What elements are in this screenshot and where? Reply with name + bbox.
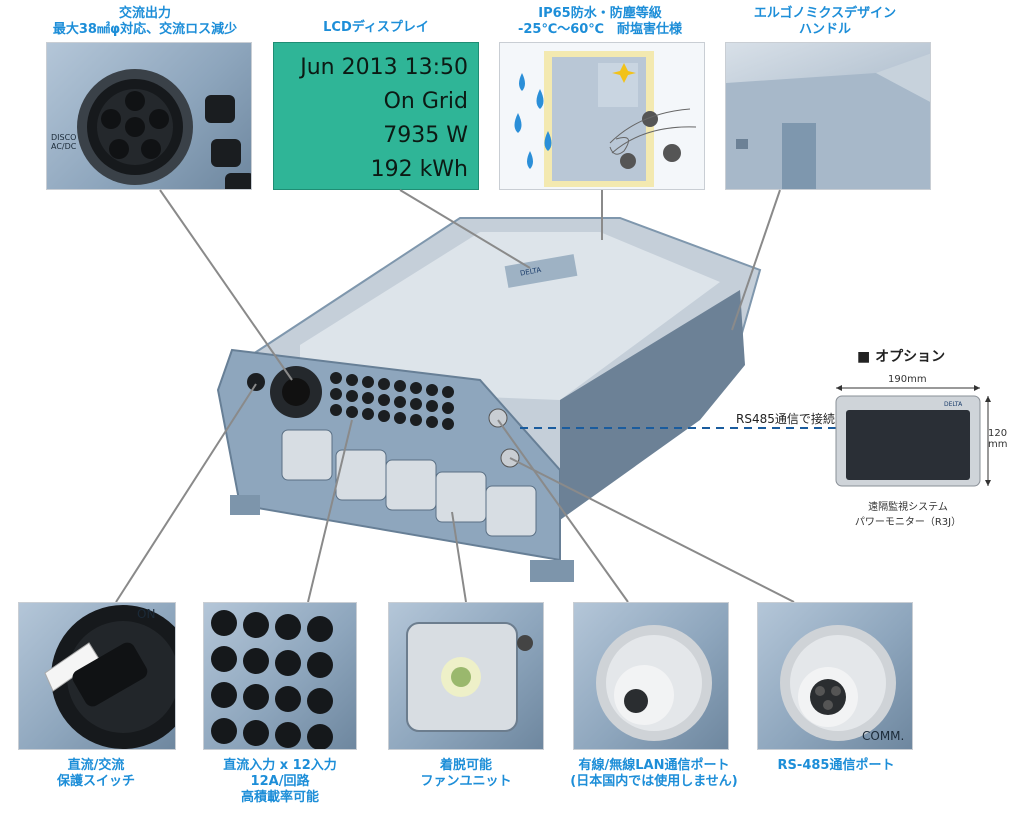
- label-dc-switch-line1: 直流/交流: [67, 758, 125, 773]
- inverter-foot-right: [530, 560, 574, 582]
- option-height-dim: 120 mm: [988, 428, 1008, 450]
- fan-photo: [388, 602, 544, 750]
- label-lan: 有線/無線LAN通信ポート (日本国内では使用しません): [556, 758, 752, 790]
- fan-grille-4: [435, 471, 487, 523]
- label-fan-line2: ファンユニット: [420, 774, 512, 789]
- option-caption: 遠隔監視システム パワーモニター（R3J）: [836, 498, 980, 528]
- label-dc-input-line3: 高積載率可能: [240, 790, 319, 805]
- label-ip65: IP65防水・防塵等級 -25℃〜60℃ 耐塩害仕様: [490, 6, 710, 38]
- option-title: ■ オプション: [857, 349, 946, 365]
- fan-grille-5: [485, 485, 537, 537]
- label-dc-input-line1: 直流入力 x 12入力: [223, 758, 337, 773]
- label-dc-input-line2: 12A/回路: [250, 774, 310, 789]
- panel-disco-text: DISCO AC/DC: [51, 133, 77, 151]
- lcd-line-status: On Grid: [383, 89, 468, 114]
- option-caption-line2: パワーモニター（R3J）: [854, 517, 962, 528]
- label-fan-line1: 着脱可能: [439, 758, 492, 773]
- label-lan-line1: 有線/無線LAN通信ポート: [578, 758, 730, 773]
- label-dc-switch: 直流/交流 保護スイッチ: [16, 758, 176, 790]
- label-fan: 着脱可能 ファンユニット: [386, 758, 546, 790]
- dc-input-image: [211, 610, 333, 749]
- label-ac-output-line1: 交流出力: [118, 6, 171, 21]
- ip65-image: [514, 51, 697, 187]
- inverter-lcd-window: [504, 254, 578, 288]
- handle-photo: [725, 42, 931, 190]
- option-width-dim: 190mm: [888, 374, 927, 385]
- label-lan-line2: (日本国内では使用しません): [570, 774, 738, 789]
- dc-switch-photo: ON: [18, 602, 176, 750]
- inverter-side: [560, 290, 745, 520]
- dc-switch-image: [44, 605, 175, 749]
- label-handle: エルゴノミクスデザイン ハンドル: [716, 6, 934, 38]
- rs485-port-photo: COMM.: [757, 602, 913, 750]
- switch-on-text: ON: [137, 607, 156, 621]
- ac-connector-image: [77, 69, 251, 189]
- lcd-display: Jun 2013 13:50 On Grid 7935 W 192 kWh: [273, 42, 479, 190]
- lcd-line-power: 7935 W: [383, 123, 468, 148]
- label-ac-output: 交流出力 最大38㎟φ対応、交流ロス減少: [30, 6, 260, 38]
- dc-connector-grid: [330, 372, 454, 430]
- fan-grille-1: [281, 429, 333, 481]
- inverter-top-panel: [300, 232, 720, 400]
- label-rs485: RS-485通信ポート: [777, 758, 895, 773]
- label-ip65-line2: -25℃〜60℃ 耐塩害仕様: [517, 22, 683, 37]
- lcd-line-datetime: Jun 2013 13:50: [300, 55, 468, 80]
- rs485-port-image: [780, 625, 896, 741]
- ac-output-photo: DISCO AC/DC: [46, 42, 252, 190]
- leader-lines: [115, 189, 795, 603]
- lan-port: [488, 408, 508, 428]
- option-caption-line1: 遠隔監視システム: [868, 502, 948, 513]
- label-ip65-line1: IP65防水・防塵等級: [538, 6, 662, 21]
- label-ac-output-line2: 最大38㎟φ対応、交流ロス減少: [52, 22, 238, 37]
- inverter-logo: DELTA: [519, 266, 542, 278]
- label-dc-input: 直流入力 x 12入力 12A/回路 高積載率可能: [200, 758, 360, 806]
- power-monitor-screen: [846, 410, 970, 480]
- lan-port-image: [596, 625, 712, 741]
- lan-port-photo: [573, 602, 729, 750]
- fan-grille-3: [385, 459, 437, 511]
- inverter-foot-left: [230, 495, 260, 515]
- lcd-line-energy: 192 kWh: [370, 157, 468, 182]
- ip65-illustration: [499, 42, 705, 190]
- option-connection-label: RS485通信で接続: [736, 412, 835, 426]
- label-handle-line2: ハンドル: [798, 22, 851, 37]
- handle-image: [726, 53, 930, 189]
- monitor-logo: DELTA: [944, 401, 963, 408]
- dc-switch-knob: [247, 373, 265, 391]
- fan-image: [406, 622, 533, 732]
- dc-input-photo: [203, 602, 357, 750]
- comm-text: COMM.: [862, 729, 905, 743]
- label-handle-line1: エルゴノミクスデザイン: [753, 6, 897, 21]
- label-dc-switch-line2: 保護スイッチ: [56, 774, 135, 789]
- label-lcd: LCDディスプレイ: [323, 20, 429, 35]
